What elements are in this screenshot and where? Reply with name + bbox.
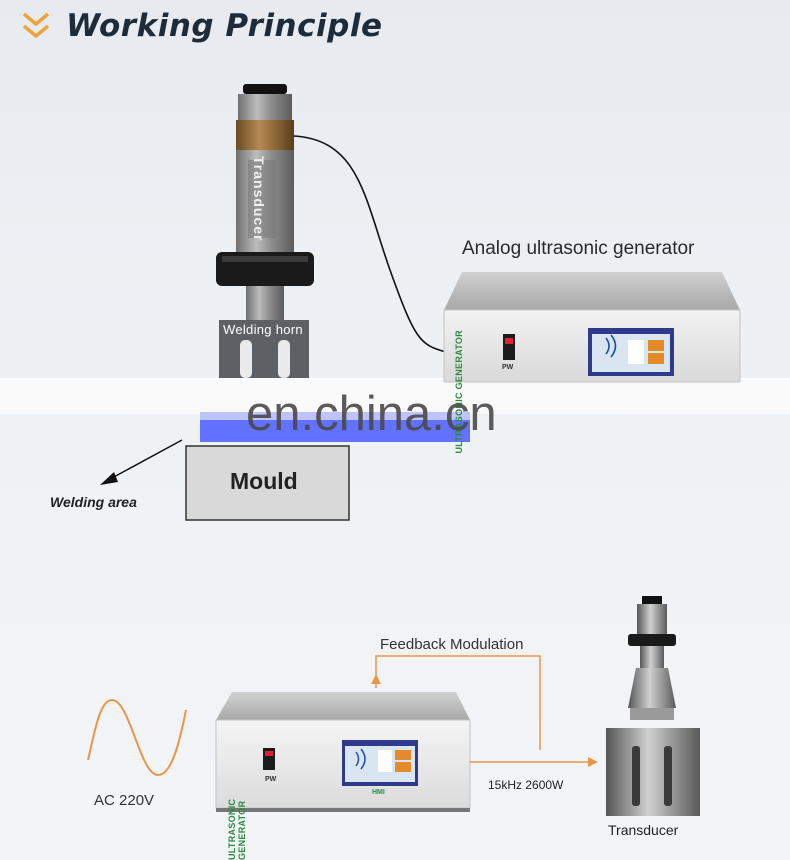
power-label: PW [265, 776, 276, 783]
generator-title: Analog ultrasonic generator [462, 238, 694, 260]
ac-voltage-label: AC 220V [94, 792, 154, 809]
watermark: en.china.cn [246, 386, 497, 442]
transducer-copper-band [236, 120, 294, 150]
transducer-horn [606, 728, 700, 816]
transducer-label: Transducer [251, 156, 267, 241]
power-label: PW [502, 364, 513, 371]
generator-top [444, 272, 740, 310]
mould-label: Mould [230, 468, 298, 495]
feedback-modulation-label: Feedback Modulation [380, 636, 523, 653]
welding-area-label: Welding area [50, 494, 137, 510]
top-illustration [0, 0, 790, 560]
ac-waveform [88, 700, 186, 775]
welding-horn-label: Welding horn [223, 322, 303, 337]
frequency-label: 15kHz 2600W [488, 778, 563, 792]
power-switch [503, 334, 515, 360]
generator-side-text: ULTRASONIC GENERATOR [227, 740, 247, 860]
bottom-illustration [0, 560, 790, 860]
transducer-label: Transducer [608, 822, 678, 838]
transducer-cap [243, 84, 287, 94]
hmi-label: HMI [372, 789, 385, 796]
cable [294, 136, 446, 352]
